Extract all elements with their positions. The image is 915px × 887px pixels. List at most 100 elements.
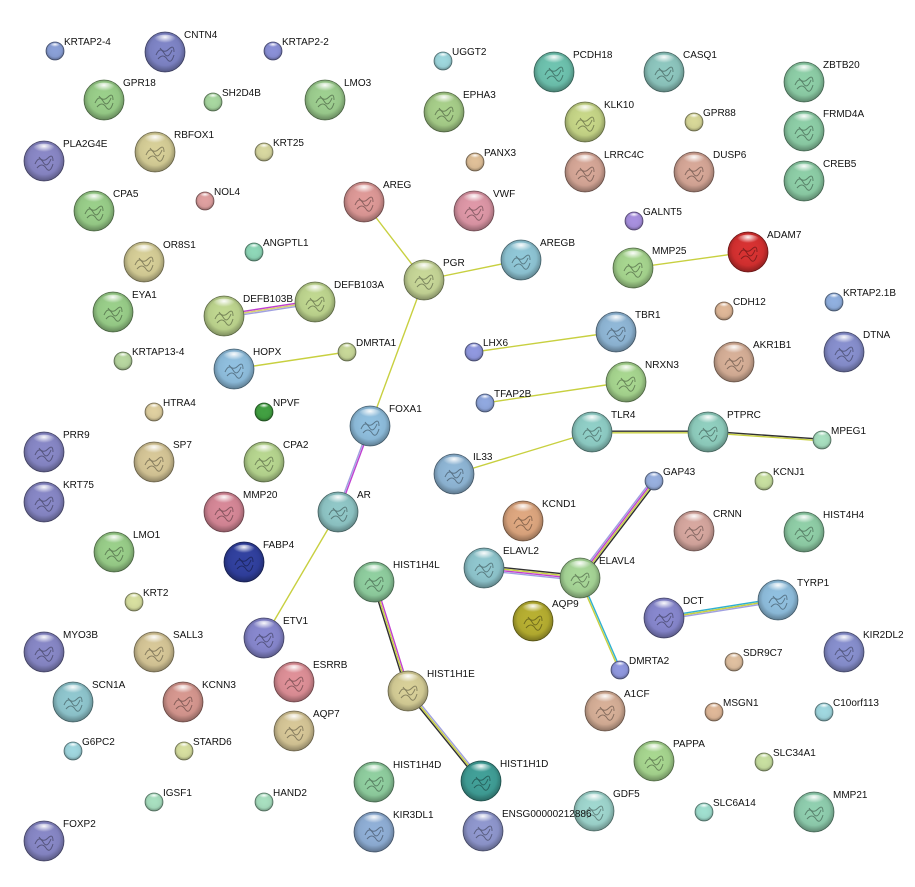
node-foxp2[interactable]: FOXP2 xyxy=(23,819,96,862)
edge-lhx6-tbr1[interactable] xyxy=(473,331,617,353)
node-creb5[interactable]: CREB5 xyxy=(783,159,857,202)
node-vwf[interactable]: VWF xyxy=(453,189,515,232)
node-aqp9[interactable]: AQP9 xyxy=(512,599,579,642)
node-angptl1[interactable]: ANGPTL1 xyxy=(244,238,309,262)
node-hand2[interactable]: HAND2 xyxy=(254,788,307,812)
node-tlr4[interactable]: TLR4 xyxy=(571,410,636,453)
node-fabp4[interactable]: FABP4 xyxy=(223,540,295,583)
node-npvf[interactable]: NPVF xyxy=(254,398,300,422)
node-sdr9c7[interactable]: SDR9C7 xyxy=(724,648,783,672)
node-klk10[interactable]: KLK10 xyxy=(564,100,634,143)
edge-pgr-foxa1[interactable] xyxy=(369,279,425,427)
node-pgr[interactable]: PGR xyxy=(403,258,465,301)
node-rbfox1[interactable]: RBFOX1 xyxy=(134,130,214,173)
node-stard6[interactable]: STARD6 xyxy=(174,737,232,761)
node-krtap2-1b[interactable]: KRTAP2.1B xyxy=(824,288,896,312)
node-dmrta1[interactable]: DMRTA1 xyxy=(337,338,397,362)
edge-ar-etv1[interactable] xyxy=(263,511,339,639)
node-krtap13-4[interactable]: KRTAP13-4 xyxy=(113,347,185,371)
node-hist1h1d[interactable]: HIST1H1D xyxy=(460,759,548,802)
node-cdh12[interactable]: CDH12 xyxy=(714,297,766,321)
node-il33[interactable]: IL33 xyxy=(433,452,493,495)
node-myo3b[interactable]: MYO3B xyxy=(23,630,98,673)
node-or8s1[interactable]: OR8S1 xyxy=(123,240,196,283)
node-aregb[interactable]: AREGB xyxy=(500,238,575,281)
node-gpr88[interactable]: GPR88 xyxy=(684,108,736,132)
node-nrxn3[interactable]: NRXN3 xyxy=(605,360,679,403)
node-mmp25[interactable]: MMP25 xyxy=(612,246,687,289)
node-hist1h1e[interactable]: HIST1H1E xyxy=(387,669,475,712)
node-msgn1[interactable]: MSGN1 xyxy=(704,698,759,722)
node-frmd4a[interactable]: FRMD4A xyxy=(783,109,864,152)
node-kcnn3[interactable]: KCNN3 xyxy=(162,680,236,723)
node-pappa[interactable]: PAPPA xyxy=(633,739,705,782)
node-slc34a1[interactable]: SLC34A1 xyxy=(754,748,816,772)
node-mpeg1[interactable]: MPEG1 xyxy=(812,426,866,450)
node-scn1a[interactable]: SCN1A xyxy=(52,680,126,723)
node-aqp7[interactable]: AQP7 xyxy=(273,709,340,752)
node-ptprc[interactable]: PTPRC xyxy=(687,410,761,453)
node-c10orf113[interactable]: C10orf113 xyxy=(814,698,879,722)
node-sh2d4b[interactable]: SH2D4B xyxy=(203,88,261,112)
node-hopx[interactable]: HOPX xyxy=(213,347,282,390)
node-ar[interactable]: AR xyxy=(317,490,371,533)
node-kir2dl2[interactable]: KIR2DL2 xyxy=(823,630,904,673)
node-krt75[interactable]: KRT75 xyxy=(23,480,94,523)
node-nol4[interactable]: NOL4 xyxy=(195,187,241,211)
node-lrrc4c[interactable]: LRRC4C xyxy=(564,150,644,193)
node-foxa1[interactable]: FOXA1 xyxy=(349,404,422,447)
node-krt2[interactable]: KRT2 xyxy=(124,588,169,612)
node-cpa2[interactable]: CPA2 xyxy=(243,440,309,483)
node-pcdh18[interactable]: PCDH18 xyxy=(533,50,613,93)
node-etv1[interactable]: ETV1 xyxy=(243,616,308,659)
node-dct[interactable]: DCT xyxy=(643,596,704,639)
node-adam7[interactable]: ADAM7 xyxy=(727,230,802,273)
node-hist1h4d[interactable]: HIST1H4D xyxy=(353,760,441,803)
node-dusp6[interactable]: DUSP6 xyxy=(673,150,747,193)
node-cntn4[interactable]: CNTN4 xyxy=(144,30,218,73)
node-defb103b[interactable]: DEFB103B xyxy=(203,294,293,337)
node-uggt2[interactable]: UGGT2 xyxy=(433,47,487,71)
node-gpr18[interactable]: GPR18 xyxy=(83,78,156,121)
node-zbtb20[interactable]: ZBTB20 xyxy=(783,60,860,103)
node-pla2g4e[interactable]: PLA2G4E xyxy=(23,139,108,182)
node-sall3[interactable]: SALL3 xyxy=(133,630,203,673)
node-ensg00000212886[interactable]: ENSG00000212886 xyxy=(462,809,592,852)
node-sp7[interactable]: SP7 xyxy=(133,440,192,483)
node-elavl2[interactable]: ELAVL2 xyxy=(463,546,539,589)
node-krt25[interactable]: KRT25 xyxy=(254,138,304,162)
node-krtap2-4[interactable]: KRTAP2-4 xyxy=(45,37,111,61)
node-dtna[interactable]: DTNA xyxy=(823,330,891,373)
node-eya1[interactable]: EYA1 xyxy=(92,290,157,333)
node-slc6a14[interactable]: SLC6A14 xyxy=(694,798,756,822)
node-tbr1[interactable]: TBR1 xyxy=(595,310,661,353)
node-mmp21[interactable]: MMP21 xyxy=(793,790,868,833)
node-elavl4[interactable]: ELAVL4 xyxy=(559,556,635,599)
edge-tfap2b-nrxn3[interactable] xyxy=(484,381,627,404)
node-areg[interactable]: AREG xyxy=(343,180,412,223)
node-htra4[interactable]: HTRA4 xyxy=(144,398,196,422)
node-kir3dl1[interactable]: KIR3DL1 xyxy=(353,810,434,853)
node-lhx6[interactable]: LHX6 xyxy=(464,338,508,362)
node-hist4h4[interactable]: HIST4H4 xyxy=(783,510,865,553)
node-igsf1[interactable]: IGSF1 xyxy=(144,788,192,812)
node-casq1[interactable]: CASQ1 xyxy=(643,50,717,93)
node-hist1h4l[interactable]: HIST1H4L xyxy=(353,560,440,603)
node-defb103a[interactable]: DEFB103A xyxy=(294,280,384,323)
edge-il33-tlr4[interactable] xyxy=(453,431,593,475)
node-dmrta2[interactable]: DMRTA2 xyxy=(610,656,670,680)
node-panx3[interactable]: PANX3 xyxy=(465,148,516,172)
node-crnn[interactable]: CRNN xyxy=(673,509,742,552)
node-akr1b1[interactable]: AKR1B1 xyxy=(713,340,792,383)
node-tyrp1[interactable]: TYRP1 xyxy=(757,578,830,621)
node-g6pc2[interactable]: G6PC2 xyxy=(63,737,115,761)
node-cpa5[interactable]: CPA5 xyxy=(73,189,139,232)
node-lmo3[interactable]: LMO3 xyxy=(304,78,372,121)
node-prr9[interactable]: PRR9 xyxy=(23,430,90,473)
node-kcnj1[interactable]: KCNJ1 xyxy=(754,467,805,491)
node-lmo1[interactable]: LMO1 xyxy=(93,530,161,573)
node-mmp20[interactable]: MMP20 xyxy=(203,490,278,533)
node-a1cf[interactable]: A1CF xyxy=(584,689,650,732)
node-kcnd1[interactable]: KCND1 xyxy=(502,499,576,542)
node-esrrb[interactable]: ESRRB xyxy=(273,660,348,703)
